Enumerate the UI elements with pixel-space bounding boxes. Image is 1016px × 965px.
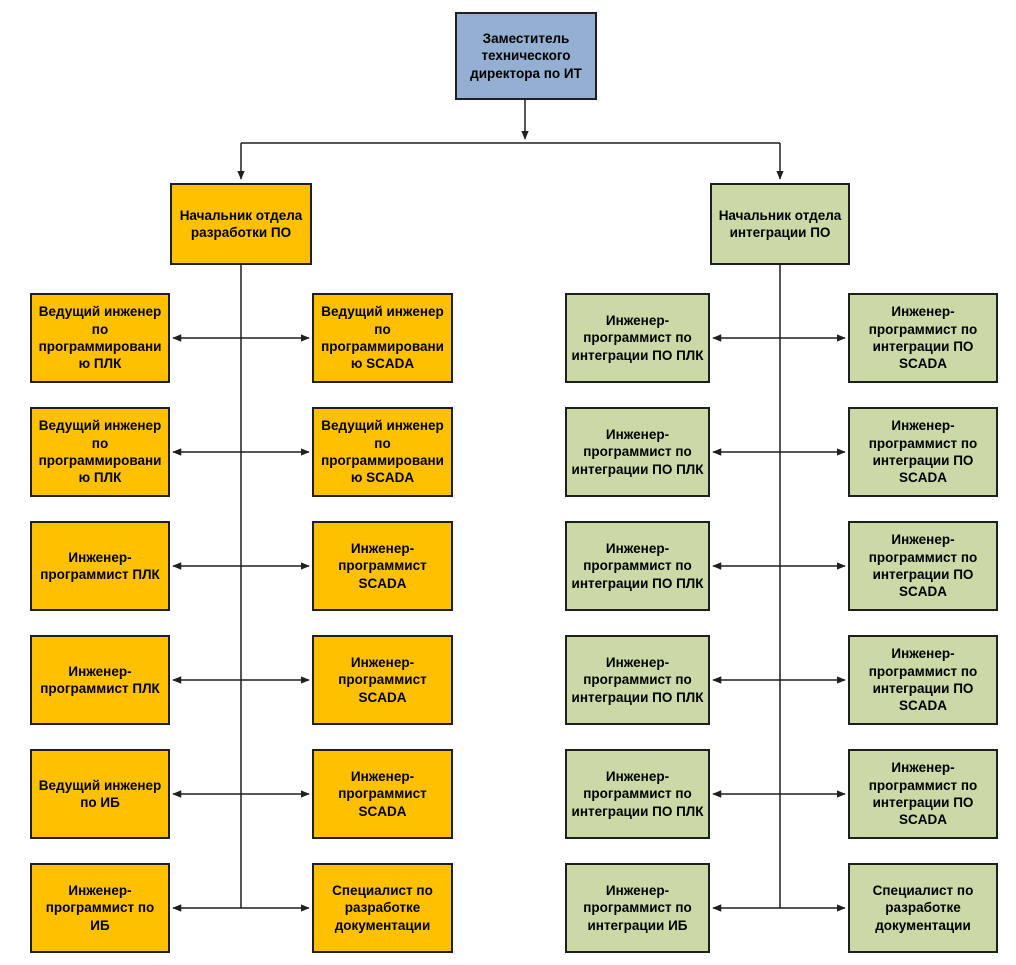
position-box-int-5-right: Специалист по разработке документации — [848, 863, 998, 953]
position-box-dev-5-right: Специалист по разработке документации — [312, 863, 453, 953]
root-box-deputy-technical-director: Заместитель технического директора по ИТ — [455, 12, 597, 100]
position-box-int-0-right: Инженер-программист по интеграции ПО SCA… — [848, 293, 998, 383]
position-box-int-3-right: Инженер-программист по интеграции ПО SCA… — [848, 635, 998, 725]
position-box-dev-4-right: Инженер-программист SCADA — [312, 749, 453, 839]
position-box-dev-4-left: Ведущий инженер по ИБ — [30, 749, 170, 839]
position-box-int-2-right: Инженер-программист по интеграции ПО SCA… — [848, 521, 998, 611]
position-box-int-4-right: Инженер-программист по интеграции ПО SCA… — [848, 749, 998, 839]
position-box-dev-1-left: Ведущий инженер по программированию ПЛК — [30, 407, 170, 497]
position-box-dev-1-right: Ведущий инженер по программированию SCAD… — [312, 407, 453, 497]
dept-head-development: Начальник отдела разработки ПО — [170, 183, 312, 265]
dept-head-integration: Начальник отдела интеграции ПО — [710, 183, 850, 265]
position-box-int-5-left: Инженер-программист по интеграции ИБ — [565, 863, 710, 953]
position-box-dev-5-left: Инженер-программист по ИБ — [30, 863, 170, 953]
position-box-int-2-left: Инженер-программист по интеграции ПО ПЛК — [565, 521, 710, 611]
position-box-int-0-left: Инженер-программист по интеграции ПО ПЛК — [565, 293, 710, 383]
position-box-int-4-left: Инженер-программист по интеграции ПО ПЛК — [565, 749, 710, 839]
position-box-dev-0-right: Ведущий инженер по программированию SCAD… — [312, 293, 453, 383]
position-box-dev-2-right: Инженер-программист SCADA — [312, 521, 453, 611]
position-box-dev-3-left: Инженер-программист ПЛК — [30, 635, 170, 725]
position-box-int-1-right: Инженер-программист по интеграции ПО SCA… — [848, 407, 998, 497]
position-box-int-3-left: Инженер-программист по интеграции ПО ПЛК — [565, 635, 710, 725]
position-box-int-1-left: Инженер-программист по интеграции ПО ПЛК — [565, 407, 710, 497]
position-box-dev-3-right: Инженер-программист SCADA — [312, 635, 453, 725]
position-box-dev-2-left: Инженер-программист ПЛК — [30, 521, 170, 611]
position-box-dev-0-left: Ведущий инженер по программированию ПЛК — [30, 293, 170, 383]
